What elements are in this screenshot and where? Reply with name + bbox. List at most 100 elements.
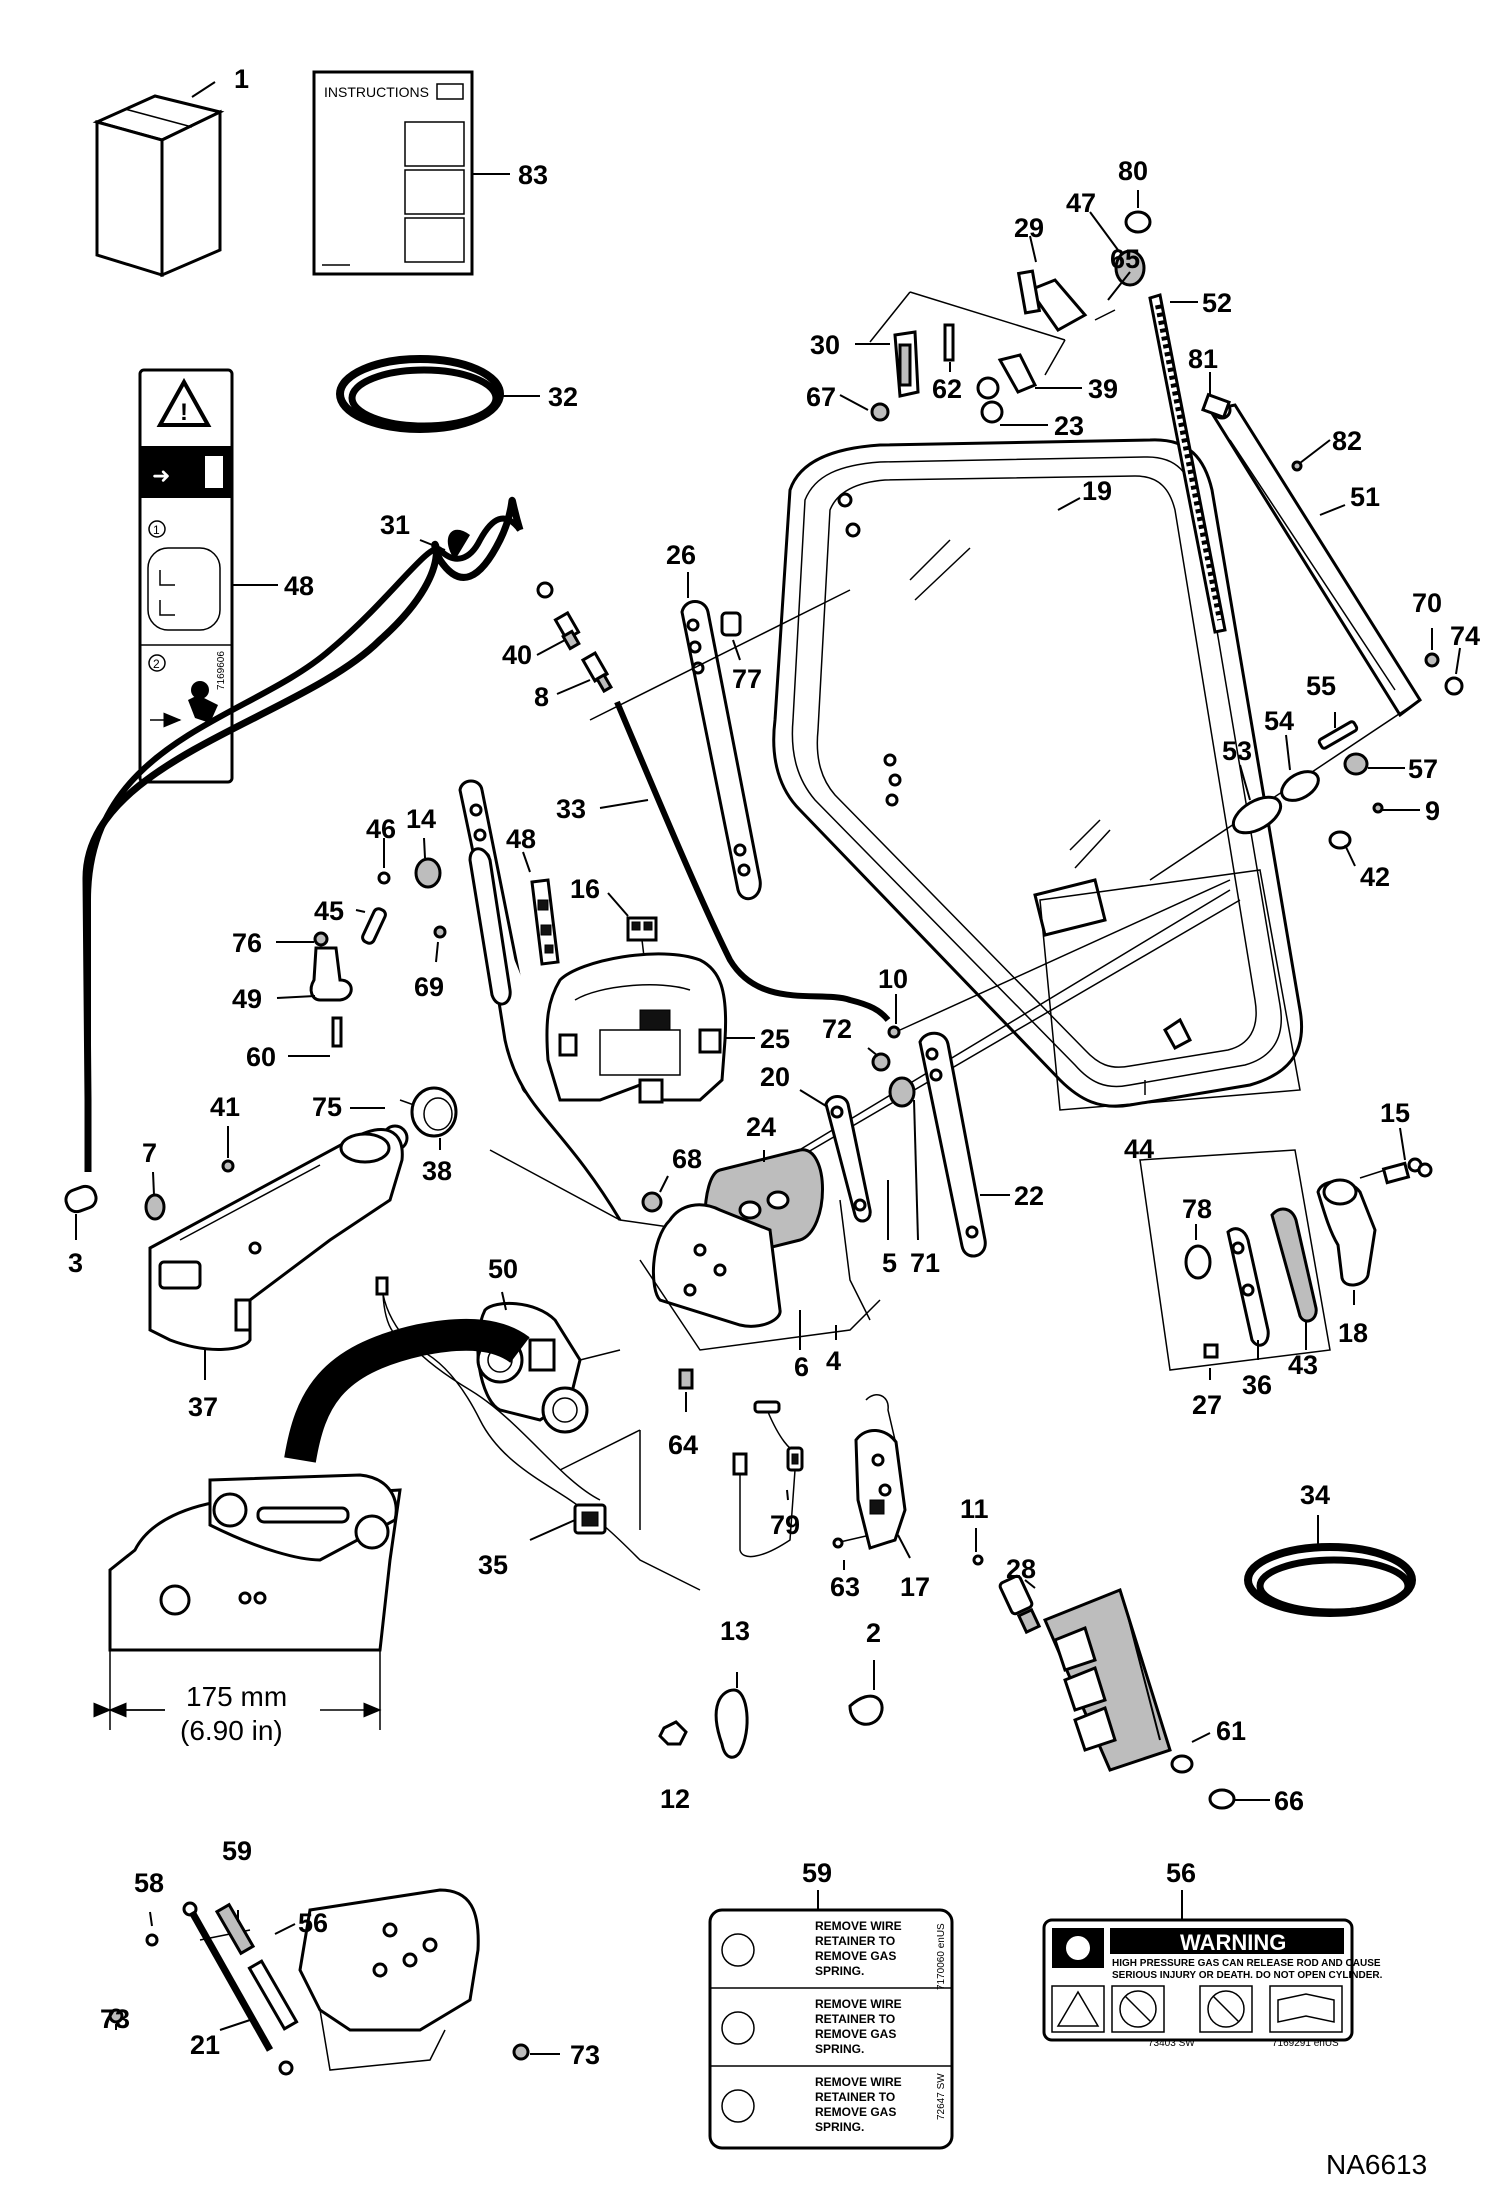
callout-49: 49	[232, 984, 262, 1014]
decal-48-step-2: 2	[153, 657, 160, 671]
cap-74	[1444, 676, 1464, 696]
seal-coil-32	[336, 355, 540, 433]
callout-7: 7	[142, 1138, 157, 1168]
gas-spring-assembly	[108, 1888, 560, 2076]
callout-78: 78	[1182, 1194, 1212, 1224]
handle-grip	[468, 847, 512, 1006]
cable-end-3	[64, 1184, 98, 1240]
callout-80: 80	[1118, 156, 1148, 186]
callout-57: 57	[1408, 754, 1438, 784]
callout-63: 63	[830, 1572, 860, 1602]
bolt-64	[678, 1368, 694, 1390]
guide-line	[589, 589, 851, 721]
screw-41	[221, 1159, 235, 1173]
knob-38	[399, 1086, 458, 1138]
shaft-45	[361, 907, 387, 945]
latch-17	[854, 1394, 911, 1559]
screw-60	[331, 1016, 343, 1048]
strap-13	[714, 1688, 749, 1759]
door-bracket	[1043, 1588, 1172, 1772]
callout-20: 20	[760, 1062, 790, 1092]
callout-38: 38	[422, 1156, 452, 1186]
lever-49	[309, 946, 353, 1002]
callout-15: 15	[1380, 1098, 1410, 1128]
callout-9: 9	[1425, 796, 1440, 826]
decal-56-code-right: 7169291 enUS	[1272, 2038, 1339, 2049]
decal-59-line-4c: SPRING.	[815, 2120, 864, 2134]
callout-48-decal: 48	[284, 571, 314, 601]
cover-25	[545, 952, 755, 1104]
callout-14: 14	[406, 804, 436, 834]
decal-59-line-3b: REMOVE GAS	[815, 2027, 896, 2041]
callout-73-right: 73	[570, 2040, 600, 2070]
callout-42: 42	[1360, 862, 1390, 892]
decal-59-line-1a: REMOVE WIRE	[815, 1919, 902, 1933]
nut-68	[641, 1191, 663, 1213]
callout-25: 25	[760, 1024, 790, 1054]
callout-54: 54	[1264, 706, 1294, 736]
callout-61: 61	[1216, 1716, 1246, 1746]
decal-59-code: 7170060 enUS	[936, 1923, 947, 1990]
harness-sheath	[284, 1318, 530, 1463]
glass-plate-44	[1039, 869, 1301, 1111]
callout-56-spring: 56	[298, 1908, 328, 1938]
switch-16	[626, 916, 658, 991]
callout-81: 81	[1188, 344, 1218, 374]
callout-59-spring: 59	[222, 1836, 252, 1866]
window-frame-19	[772, 438, 1303, 1108]
callout-11: 11	[960, 1494, 989, 1524]
callout-73-left: 73	[100, 2004, 130, 2034]
callout-70: 70	[1412, 588, 1442, 618]
callout-72: 72	[822, 1014, 852, 1044]
decal-59-code-side: 72647 SW	[936, 2073, 947, 2120]
callout-29: 29	[1014, 213, 1044, 243]
callout-40: 40	[502, 640, 532, 670]
instructions-label: INSTRUCTIONS	[324, 84, 429, 100]
decal-59-line-4a: SPRING.	[815, 1964, 864, 1978]
decal-59-line-2b: RETAINER TO	[815, 2012, 895, 2026]
dimension-metric: 175 mm	[186, 1681, 287, 1712]
nut-69	[433, 925, 447, 939]
diagram-id: NA6613	[1326, 2149, 1427, 2180]
harness-79	[732, 1400, 804, 1558]
callout-37: 37	[188, 1392, 218, 1422]
wiper-motor-parts	[1149, 699, 1421, 881]
callout-69: 69	[414, 972, 444, 1002]
callout-58: 58	[134, 1868, 164, 1898]
callout-26: 26	[666, 540, 696, 570]
callout-48-small: 48	[506, 824, 536, 854]
callout-27: 27	[1192, 1390, 1222, 1420]
callout-21: 21	[190, 2030, 220, 2060]
callout-31: 31	[380, 510, 410, 540]
callout-75: 75	[312, 1092, 342, 1122]
callout-23: 23	[1054, 411, 1084, 441]
decal-56-code-left: 73403 SW	[1148, 2038, 1195, 2049]
bar-26	[680, 572, 762, 901]
decal-48: ! ➜ 1 2 7169606	[138, 368, 278, 784]
callout-83: 83	[518, 160, 548, 190]
fitting-8	[580, 651, 614, 694]
callout-32: 32	[548, 382, 578, 412]
cable-31	[82, 496, 524, 1172]
callout-34: 34	[1300, 1480, 1330, 1510]
bracket-20	[824, 1095, 872, 1223]
warning-icon: !	[180, 399, 188, 426]
decal-56: WARNING HIGH PRESSURE GAS CAN RELEASE RO…	[1042, 1918, 1383, 2049]
callout-59-decal: 59	[802, 1858, 832, 1888]
callout-12: 12	[660, 1784, 690, 1814]
nut-70	[1424, 652, 1440, 668]
bolt-66	[1208, 1788, 1236, 1810]
callout-36: 36	[1242, 1370, 1272, 1400]
nut-12	[658, 1720, 688, 1746]
decal-48-step-1: 1	[153, 523, 160, 537]
callout-62: 62	[932, 374, 962, 404]
callout-30: 30	[810, 330, 840, 360]
callout-56-decal: 56	[1166, 1858, 1196, 1888]
callout-77: 77	[732, 664, 762, 694]
callout-53: 53	[1222, 736, 1252, 766]
screw-76	[313, 931, 329, 947]
bar-22	[918, 1031, 987, 1258]
callout-33: 33	[556, 794, 586, 824]
callout-45: 45	[314, 896, 344, 926]
callout-6: 6	[794, 1352, 809, 1382]
